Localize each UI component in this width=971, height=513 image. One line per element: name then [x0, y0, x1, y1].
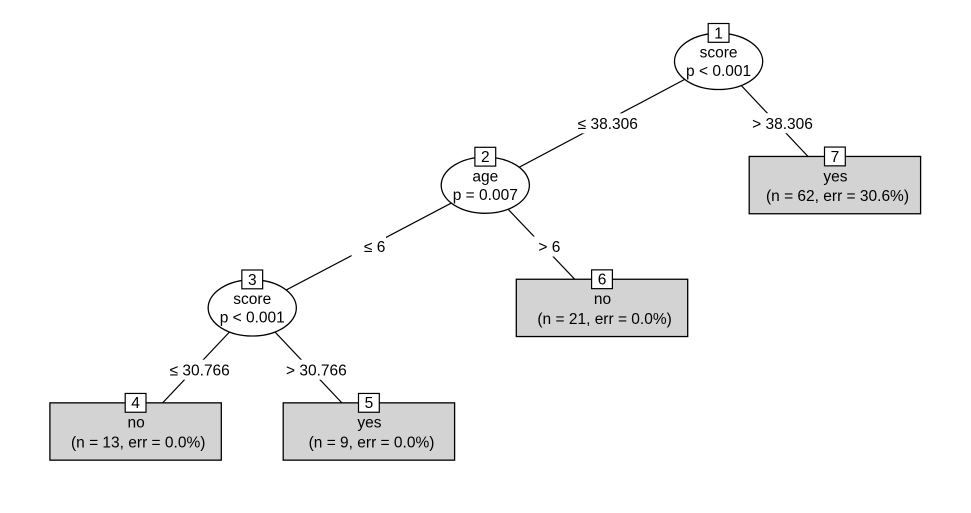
- svg-text:5: 5: [365, 395, 374, 412]
- svg-text:age: age: [472, 168, 498, 185]
- svg-text:(n = 13, err = 0.0%): (n = 13, err = 0.0%): [71, 434, 205, 451]
- svg-text:3: 3: [248, 272, 257, 289]
- svg-text:> 30.766: > 30.766: [286, 362, 347, 379]
- svg-text:≤ 6: ≤ 6: [364, 239, 385, 256]
- svg-text:(n = 9, err = 0.0%): (n = 9, err = 0.0%): [309, 434, 435, 451]
- svg-text:(n = 62, err = 30.6%): (n = 62, err = 30.6%): [766, 188, 909, 205]
- svg-text:7: 7: [831, 149, 840, 166]
- svg-text:> 6: > 6: [538, 239, 560, 256]
- svg-text:yes: yes: [823, 168, 847, 185]
- svg-text:no: no: [594, 291, 611, 308]
- svg-text:≤ 38.306: ≤ 38.306: [578, 116, 638, 133]
- svg-text:2: 2: [481, 149, 490, 166]
- svg-text:≤ 30.766: ≤ 30.766: [170, 362, 230, 379]
- svg-text:1: 1: [714, 25, 723, 42]
- svg-text:p < 0.001: p < 0.001: [686, 63, 751, 80]
- svg-text:p = 0.007: p = 0.007: [453, 187, 518, 204]
- svg-text:score: score: [700, 45, 738, 62]
- svg-text:> 38.306: > 38.306: [752, 116, 813, 133]
- svg-text:p < 0.001: p < 0.001: [220, 310, 285, 327]
- svg-text:(n = 21, err = 0.0%): (n = 21, err = 0.0%): [537, 311, 671, 328]
- svg-text:yes: yes: [357, 415, 381, 432]
- svg-text:score: score: [233, 291, 271, 308]
- svg-text:4: 4: [131, 395, 140, 412]
- svg-text:no: no: [127, 415, 144, 432]
- svg-text:6: 6: [598, 272, 607, 289]
